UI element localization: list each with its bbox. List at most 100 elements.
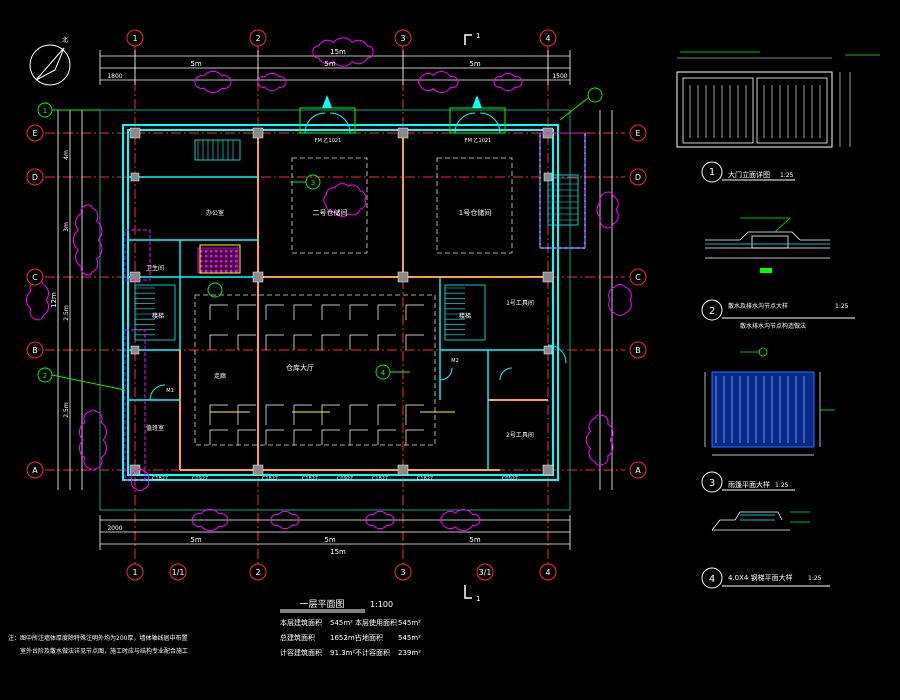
window-label-7: C1827 bbox=[417, 476, 433, 482]
detail-2-drain bbox=[705, 217, 830, 273]
leader-num-4: 4 bbox=[381, 369, 386, 377]
magenta-zones bbox=[124, 132, 586, 481]
hall-layout-marks bbox=[209, 304, 424, 445]
plan-title-underline bbox=[280, 609, 365, 613]
room-label-duty: 值班室 bbox=[146, 424, 164, 432]
svg-text:B: B bbox=[32, 346, 38, 355]
detail4-title: 4.0X4 钢梯平面大样 bbox=[728, 573, 793, 582]
north-arrow bbox=[29, 44, 71, 86]
area-row3-value: 91.3m² bbox=[330, 649, 355, 657]
svg-text:4: 4 bbox=[545, 34, 550, 43]
axis-bubble-right-A: A bbox=[629, 461, 647, 479]
detail-3-canopy-plan bbox=[704, 347, 835, 456]
axis-bubbles: 1 1 2 2 3 3 4 4 1/1 3/1 E E D D C C B B A A bbox=[26, 29, 647, 581]
svg-text:2: 2 bbox=[255, 34, 260, 43]
room-label-toilet: 卫生间 bbox=[146, 264, 164, 272]
axis-bubble-bottom-4: 4 bbox=[539, 563, 557, 581]
plan-scale: 1:100 bbox=[370, 600, 393, 609]
axis-bubble-left-E: E bbox=[26, 124, 44, 142]
svg-text:E: E bbox=[32, 129, 37, 138]
area-row3-label: 计容建筑面积 bbox=[280, 648, 322, 657]
detail2-title: 散水及排水沟节点大样 bbox=[728, 302, 788, 310]
axis-bubble-left-C: C bbox=[26, 268, 44, 286]
bottom-span-2: 5m bbox=[324, 536, 335, 544]
room-label-office: 办公室 bbox=[206, 209, 224, 217]
dashed-room-outlines bbox=[194, 157, 513, 446]
door-label-m2: M2 bbox=[451, 358, 459, 364]
window-label-8: C0927 bbox=[502, 476, 518, 482]
axis-bubble-top-3: 3 bbox=[394, 29, 412, 47]
bottom-small-dim: 2000 bbox=[107, 525, 122, 532]
section-cut-bottom-label: 1 bbox=[476, 595, 480, 603]
axis-bubble-right-C: C bbox=[629, 268, 647, 286]
area-row2-label2: 占地面积 bbox=[355, 633, 383, 642]
structural-columns bbox=[129, 127, 554, 476]
axis-bubble-top-2: 2 bbox=[249, 29, 267, 47]
area-row3-label2: 不计容面积 bbox=[355, 648, 390, 657]
axis-bubble-top-1: 1 bbox=[126, 29, 144, 47]
axis-bubble-bottom-1: 1 bbox=[126, 563, 144, 581]
window-label-3: C1827 bbox=[262, 476, 278, 482]
svg-text:D: D bbox=[32, 173, 38, 182]
area-row2-value: 1652m² bbox=[330, 634, 358, 642]
window-label-2: C0927 bbox=[192, 476, 208, 482]
axis-bubble-bottom-2: 2 bbox=[249, 563, 267, 581]
north-label: 北 bbox=[62, 36, 68, 44]
svg-text:3/1: 3/1 bbox=[479, 568, 492, 577]
axis-bubble-right-E: E bbox=[629, 124, 647, 142]
exterior-walls bbox=[122, 124, 559, 481]
axis-bubble-left-B: B bbox=[26, 341, 44, 359]
stairs bbox=[134, 139, 579, 341]
svg-text:1: 1 bbox=[132, 34, 137, 43]
bottom-span-3: 5m bbox=[469, 536, 480, 544]
detail3-number: 3 bbox=[709, 478, 715, 489]
axis-bubble-right-D: D bbox=[629, 168, 647, 186]
area-row1-label: 本层建筑面积 bbox=[280, 618, 322, 627]
top-dimension-lines bbox=[99, 50, 571, 85]
detail2-subtitle: 散水排水沟节点构造做法 bbox=[740, 322, 806, 330]
revision-clouds bbox=[25, 37, 632, 532]
room-label-hall: 仓库大厅 bbox=[286, 363, 314, 372]
detail-title-lines bbox=[701, 161, 855, 589]
top-small-dim-2: 1500 bbox=[552, 73, 567, 80]
detail4-number: 4 bbox=[709, 574, 715, 585]
room-label-2: 二号仓储间 bbox=[313, 208, 348, 217]
area-row2-value2: 545m² bbox=[398, 634, 421, 642]
detail-4-steel-stair bbox=[711, 511, 810, 531]
axis-bubble-bottom-extra-1: 1/1 bbox=[169, 563, 187, 581]
plinth-outline bbox=[99, 109, 571, 511]
leader-num-1: 1 bbox=[43, 107, 47, 115]
side-span-4: 2.5m bbox=[63, 402, 70, 418]
detail4-scale: 1:25 bbox=[808, 575, 822, 582]
svg-text:D: D bbox=[635, 173, 641, 182]
door-swings bbox=[149, 112, 567, 401]
svg-text:4: 4 bbox=[545, 568, 550, 577]
svg-text:B: B bbox=[635, 346, 641, 355]
axis-bubble-bottom-3: 3 bbox=[394, 563, 412, 581]
room-label-tools-1: 1号工具间 bbox=[506, 299, 534, 307]
side-span-1: 4m bbox=[63, 150, 70, 160]
detail1-number: 1 bbox=[709, 167, 715, 178]
detail3-title: 雨篷平面大样 bbox=[728, 480, 770, 489]
room-label-corridor: 走廊 bbox=[214, 372, 226, 380]
detail-leaders bbox=[37, 87, 603, 391]
bottom-span-1: 5m bbox=[190, 536, 201, 544]
door-arrows bbox=[322, 95, 482, 108]
axis-bubble-right-B: B bbox=[629, 341, 647, 359]
axis-bubble-left-A: A bbox=[26, 461, 44, 479]
note-line-2: 室外台阶及散水做法详见节点图，施工时应与结构专业配合施工 bbox=[20, 647, 188, 655]
door-label-fm-1: FM 乙1021 bbox=[315, 137, 342, 144]
axis-bubble-bottom-extra-2: 3/1 bbox=[476, 563, 494, 581]
top-small-dim: 1800 bbox=[107, 73, 122, 80]
side-span-3: 2.5m bbox=[63, 305, 70, 321]
detail2-scale: 1:25 bbox=[835, 303, 849, 310]
svg-text:C: C bbox=[635, 273, 641, 282]
area-row1-value: 545m² bbox=[330, 619, 353, 627]
bottom-total-dim: 15m bbox=[330, 548, 346, 556]
area-row1-label2: 本层使用面积 bbox=[355, 618, 397, 627]
area-row1-value2: 545m² bbox=[398, 619, 421, 627]
detail3-scale: 1:25 bbox=[775, 482, 789, 489]
detail-1-door-elevation bbox=[676, 51, 880, 148]
beam-lines bbox=[179, 133, 548, 471]
